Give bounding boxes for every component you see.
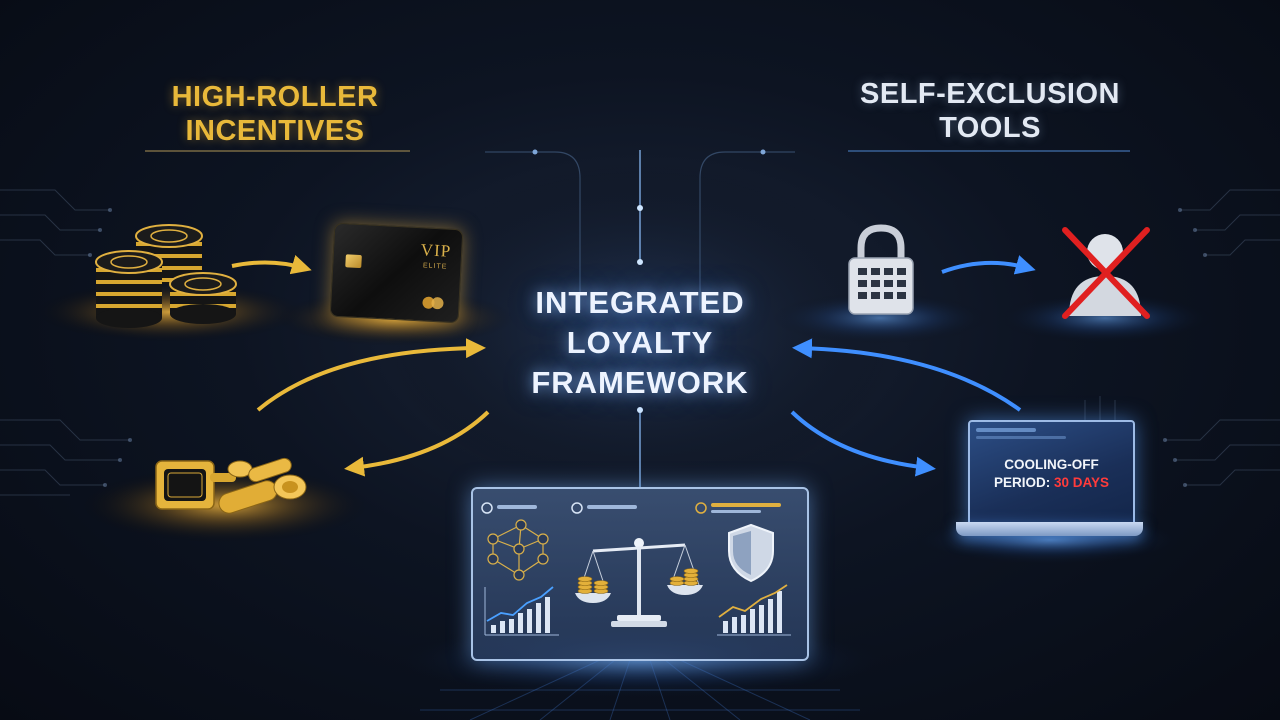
integrated-loyalty-framework-title: INTEGRATED LOYALTY FRAMEWORK	[531, 285, 749, 400]
laptop-icon: COOLING-OFF PERIOD: 30 DAYS	[968, 420, 1135, 526]
high-roller-heading: HIGH-ROLLER INCENTIVES	[171, 81, 379, 147]
laptop-base	[956, 522, 1143, 536]
dashboard-header	[481, 502, 781, 514]
arrow-framework-to-cufflinks	[344, 410, 490, 477]
arrow-chips-to-card	[231, 255, 312, 275]
shield-icon	[728, 523, 774, 583]
cooling-off-message: COOLING-OFF PERIOD: 30 DAYS	[993, 457, 1110, 490]
lock-icon	[848, 224, 914, 315]
growth-chart-icon	[717, 584, 791, 636]
self-exclusion-heading: SELF-EXCLUSION TOOLS	[860, 78, 1120, 144]
laptop-screen-bar	[976, 436, 1066, 439]
excluded-user-icon	[1062, 227, 1150, 319]
cufflinks-icon	[155, 457, 307, 514]
arrow-to-framework-blue	[792, 338, 1022, 412]
arrow-to-framework-gold	[256, 338, 486, 412]
balance-scale-icon	[575, 538, 703, 627]
network-icon	[487, 519, 549, 581]
arrow-framework-to-laptop	[790, 410, 936, 477]
growth-chart-icon	[484, 586, 559, 636]
arrow-lock-to-user	[941, 255, 1036, 275]
casino-chips-icon	[95, 224, 237, 328]
dashboard-graphics	[481, 502, 791, 636]
laptop-screen-bar	[976, 428, 1036, 432]
